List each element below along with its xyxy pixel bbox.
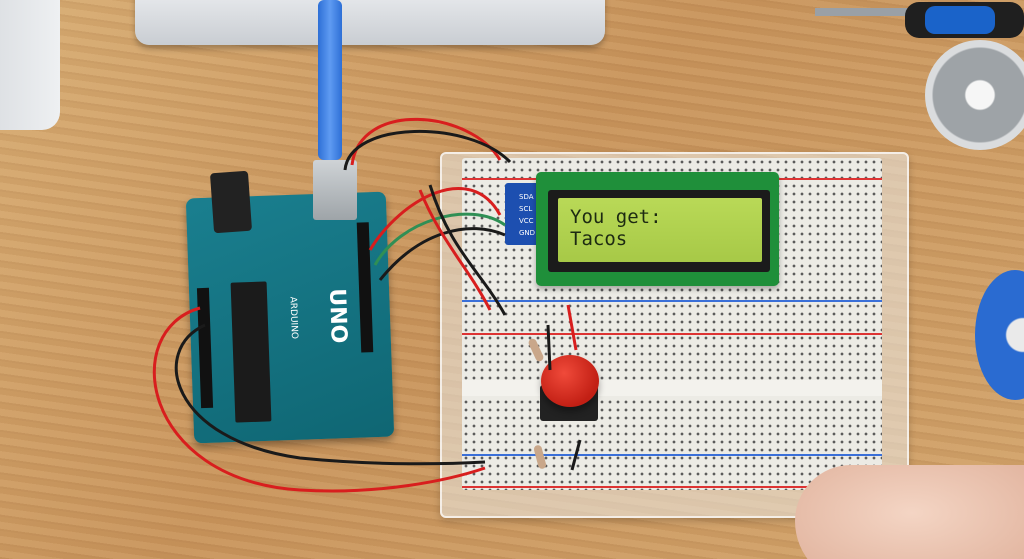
lcd-display: You get: Tacos bbox=[558, 198, 762, 262]
lcd-line-1: You get: bbox=[570, 206, 662, 228]
solder-spool-silver bbox=[925, 40, 1024, 150]
ground-rail-blue bbox=[462, 300, 882, 302]
screwdriver-icon bbox=[815, 2, 1024, 38]
usb-cable bbox=[318, 0, 342, 160]
lcd-line-2: Tacos bbox=[570, 228, 628, 250]
pin-label: SCL bbox=[519, 205, 533, 213]
laptop-edge bbox=[135, 0, 605, 45]
hand bbox=[795, 465, 1024, 559]
pin-label: GND bbox=[519, 229, 536, 237]
usb-port bbox=[313, 160, 357, 220]
power-rail-red bbox=[462, 486, 882, 488]
ground-rail-blue bbox=[462, 454, 882, 456]
pin-label: SDA bbox=[519, 193, 534, 201]
pin-label: VCC bbox=[519, 217, 534, 225]
laptop-corner bbox=[0, 0, 60, 130]
power-rail-red bbox=[462, 333, 882, 335]
